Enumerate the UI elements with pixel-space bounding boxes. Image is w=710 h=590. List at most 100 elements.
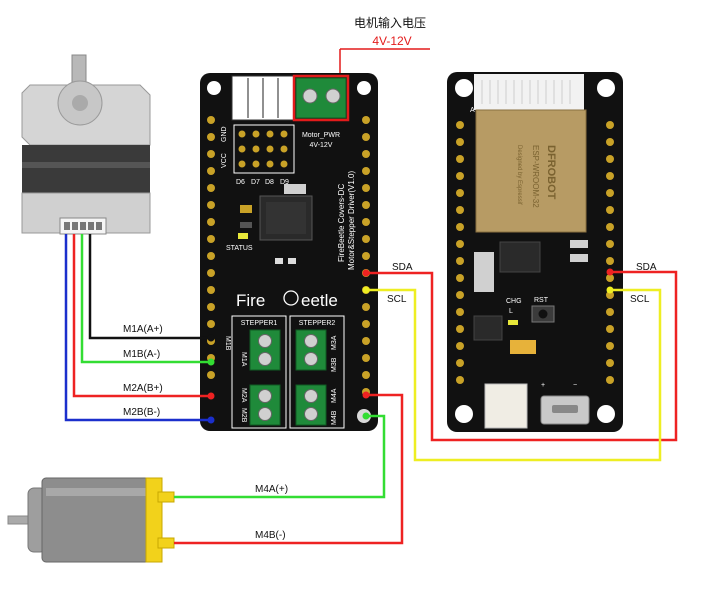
vcc-label: VCC xyxy=(221,153,228,168)
rst-button-cap xyxy=(538,309,548,319)
board-name-line1: FireBeetle Covers-DC xyxy=(337,184,346,262)
stepper-body xyxy=(22,145,150,193)
stepper-connector-pin xyxy=(88,222,94,230)
pin-group-outline xyxy=(233,124,295,174)
beetle-logo-icon xyxy=(283,290,299,306)
pin-label-d8: D8 xyxy=(265,179,274,186)
terminal-m3a-label: M3A xyxy=(331,335,338,350)
wire-end xyxy=(606,268,614,276)
wire-m4b xyxy=(174,393,404,545)
pin-label-d6: D6 xyxy=(236,179,245,186)
status-led xyxy=(238,233,248,239)
gnd-label: GND xyxy=(221,126,228,142)
rst-label: RST xyxy=(534,297,549,304)
wire-m1a xyxy=(88,234,211,340)
driver-left-header xyxy=(207,116,215,379)
wire-label-m2b: M2B(B-) xyxy=(123,407,160,418)
mount-hole xyxy=(455,79,473,97)
driver-board: VCC GND D6 D7 D8 D9 Motor_PWR 4V-12V STA… xyxy=(200,73,378,431)
dc-motor xyxy=(7,477,175,563)
smd-part xyxy=(240,222,252,228)
mount-hole xyxy=(455,405,473,423)
esp32-module-note: Designed by Espressif xyxy=(516,145,522,205)
wire-end xyxy=(362,286,370,294)
stepper-connector-pin xyxy=(96,222,102,230)
pin-grid xyxy=(238,130,288,168)
wire-label-m1a: M1A(A+) xyxy=(123,324,163,335)
esp32-module-model: ESP-WROOM-32 xyxy=(531,145,540,208)
stepper-hub xyxy=(72,95,88,111)
motor-pwr-label: Motor_PWR xyxy=(302,132,340,139)
stepper1-label: STEPPER1 xyxy=(241,320,278,327)
wire-label-m4a: M4A(+) xyxy=(255,484,288,495)
stepper1-frame xyxy=(231,315,287,429)
wire-label-sda-left: SDA xyxy=(392,262,413,273)
mount-hole xyxy=(597,405,615,423)
stepper-connector-pin xyxy=(80,222,86,230)
wire-label-scl-right: SCL xyxy=(630,294,650,305)
terminal-block-left xyxy=(249,329,281,426)
battery-minus-label: − xyxy=(573,382,577,389)
chg-label: CHG xyxy=(506,298,522,305)
esp32-board: A DFROBOT ESP-WROOM-32 Designed by Espre… xyxy=(447,72,623,432)
wire-m2b xyxy=(64,234,211,422)
stepper-connector-pin xyxy=(64,222,70,230)
smd-part xyxy=(570,254,588,262)
smd-part xyxy=(474,252,494,292)
wire-label-m2a: M2A(B+) xyxy=(123,383,163,394)
esp32-antenna-trace xyxy=(481,80,571,104)
wire-end xyxy=(207,416,215,424)
terminal-m2a-label: M2A xyxy=(240,388,247,403)
terminal-block-right xyxy=(295,329,327,426)
wire-end xyxy=(362,269,370,277)
motor-voltage-range: 4V-12V xyxy=(372,34,411,48)
wire-m1b xyxy=(80,234,211,364)
stepper-body-stripe xyxy=(22,162,150,168)
esp32-module-brand: DFROBOT xyxy=(545,145,557,200)
wire-label-m4b: M4B(-) xyxy=(255,530,286,541)
wire-m4a xyxy=(174,414,386,499)
esp32-right-header xyxy=(606,121,614,384)
dc-motor-brush-cap xyxy=(145,477,163,563)
dc-motor-highlight xyxy=(46,488,146,496)
wire-scl xyxy=(366,288,662,462)
wire-end xyxy=(207,334,215,342)
driver-chip-die xyxy=(266,202,306,234)
chg-led xyxy=(508,320,518,325)
terminal-screw xyxy=(325,88,341,104)
smd-part xyxy=(288,258,296,264)
battery-connector xyxy=(484,383,528,429)
wire-m2a xyxy=(72,234,211,398)
usb-port-opening xyxy=(552,405,578,413)
chip-cap xyxy=(284,184,306,194)
wire-end xyxy=(207,392,215,400)
esp32-regulator xyxy=(499,241,541,273)
stepper2-frame xyxy=(289,315,345,429)
smd-part xyxy=(275,258,283,264)
stepper2-label: STEPPER2 xyxy=(299,320,336,327)
terminal-m4a-label: M4A xyxy=(331,388,338,403)
esp32-antenna-area xyxy=(474,74,584,110)
wire-end xyxy=(606,286,614,294)
terminal-m1a-label: M1A xyxy=(240,352,247,367)
wire-end xyxy=(207,358,215,366)
wire-end xyxy=(362,412,370,420)
wire-label-scl-left: SCL xyxy=(387,294,407,305)
pin-label-d9: D9 xyxy=(280,179,289,186)
terminal-m1b-side-label: M1B xyxy=(224,336,231,351)
motor-voltage-title: 电机输入电压 xyxy=(354,15,426,30)
esp32-capacitor xyxy=(510,340,536,354)
power-terminal-highlight xyxy=(292,74,350,122)
wire-label-sda-right: SDA xyxy=(636,262,657,273)
smd-part xyxy=(240,205,252,213)
terminal-screw xyxy=(302,88,318,104)
dc-motor-terminal xyxy=(157,491,175,503)
pin-label-d7: D7 xyxy=(251,179,260,186)
terminal-m4b-label: M4B xyxy=(331,410,338,425)
wire-label-m1b: M1B(A-) xyxy=(123,349,160,360)
motor-pwr-range-label: 4V-12V xyxy=(310,142,333,149)
logo-fire: Fire xyxy=(236,291,265,310)
terminal-m2b-label: M2B xyxy=(240,408,247,423)
